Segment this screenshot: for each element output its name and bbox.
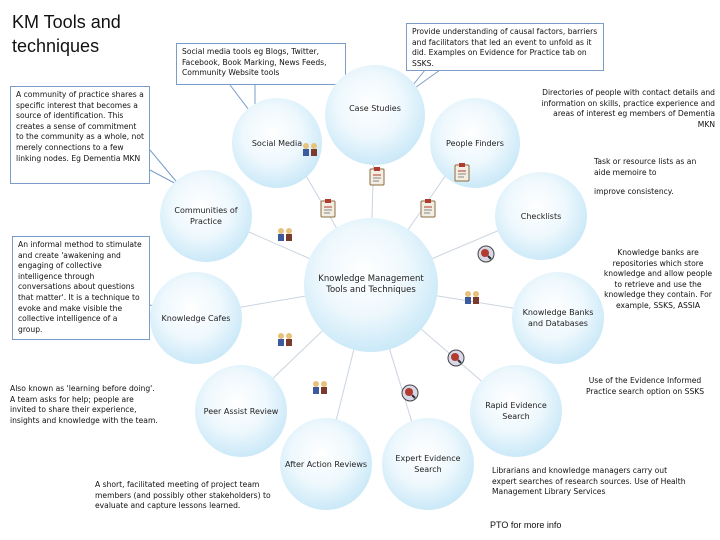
peer-assist-note: Also known as 'learning before doing'. A… <box>10 384 158 425</box>
page-title: KM Tools and techniques <box>12 12 121 56</box>
magnifier-icon <box>447 349 465 367</box>
checklists-bubble: Checklists <box>495 172 587 260</box>
people-finders-bubble: People Finders <box>430 98 520 188</box>
checklists-note-line1: Task or resource lists as an aide memoir… <box>594 157 697 177</box>
social-media-note: Social media tools eg Blogs, Twitter, Fa… <box>176 43 346 85</box>
expert-evidence-bubble: Expert Evidence Search <box>382 418 474 510</box>
magnifier-icon <box>477 245 495 263</box>
case-studies-note: Provide understanding of causal factors,… <box>406 23 604 71</box>
people-icon <box>303 143 317 156</box>
people-finders-note: Directories of people with contact detai… <box>541 88 716 129</box>
rapid-evidence-bubble: Rapid Evidence Search <box>470 365 562 457</box>
clipboard-icon <box>320 199 336 218</box>
people-icon <box>313 381 327 394</box>
magnifier-icon <box>401 384 419 402</box>
center-bubble: Knowledge Management Tools and Technique… <box>304 218 438 352</box>
knowledge-cafes-note: An informal method to stimulate and crea… <box>12 236 150 340</box>
communities-bubble: Communities of Practice <box>160 170 252 262</box>
people-icon <box>278 333 292 346</box>
people-icon <box>465 291 479 304</box>
knowledge-banks-note: Knowledge banks are repositories which s… <box>603 248 713 310</box>
communities-note: A community of practice shares a specifi… <box>10 86 150 184</box>
peer-assist-bubble: Peer Assist Review <box>195 365 287 457</box>
knowledge-banks-bubble: Knowledge Banks and Databases <box>512 272 604 364</box>
rapid-evidence-note: Use of the Evidence Informed Practice se… <box>585 376 705 396</box>
clipboard-icon <box>420 199 436 218</box>
people-icon <box>278 228 292 241</box>
social-media-bubble: Social Media <box>232 98 322 188</box>
expert-evidence-note: Librarians and knowledge managers carry … <box>492 466 686 497</box>
clipboard-icon <box>369 167 385 186</box>
footer-note: PTO for more info <box>490 520 562 530</box>
after-action-bubble: After Action Reviews <box>280 418 372 510</box>
case-studies-bubble: Case Studies <box>325 65 425 165</box>
knowledge-cafes-bubble: Knowledge Cafes <box>150 272 242 364</box>
checklists-note-line2: improve consistency. <box>594 187 674 196</box>
clipboard-icon <box>454 163 470 182</box>
after-action-note: A short, facilitated meeting of project … <box>95 480 271 511</box>
